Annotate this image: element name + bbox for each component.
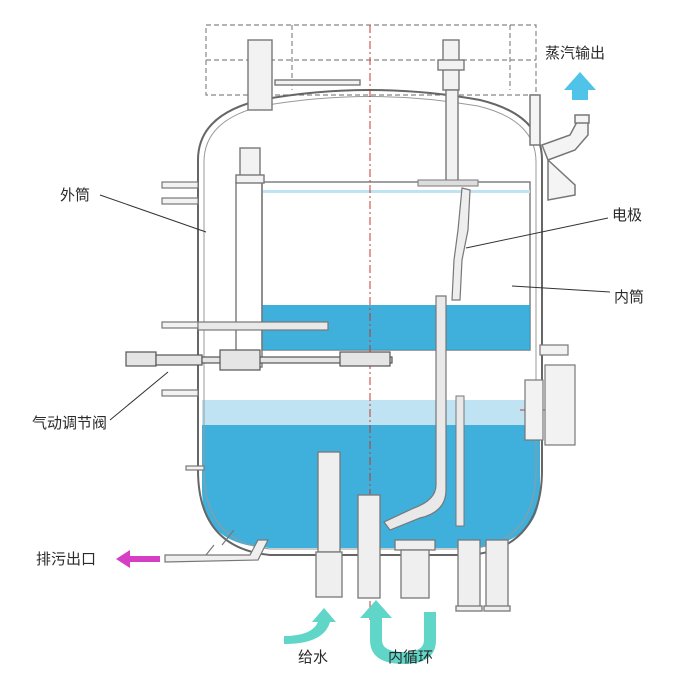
steam-outlet-pipe	[529, 94, 590, 201]
riser-pipe	[383, 295, 447, 531]
circulation-arrow	[360, 600, 436, 664]
lower-water-fringe	[202, 400, 540, 425]
steam-output-arrow	[564, 72, 596, 100]
drain-arrow	[116, 550, 160, 568]
left-nozzles	[161, 181, 205, 471]
electrode-rod	[451, 187, 471, 301]
inner-cylinder	[235, 181, 531, 368]
label-steam-output: 蒸汽输出	[545, 44, 606, 62]
label-internal-circulation: 内循环	[388, 648, 434, 666]
feed-water-arrow	[284, 608, 336, 644]
bottom-fixtures	[315, 451, 511, 612]
top-pipes	[235, 39, 465, 186]
label-outer-shell: 外筒	[60, 186, 91, 204]
label-pneumatic-valve: 气动调节阀	[32, 414, 108, 432]
label-drain-outlet: 排污出口	[36, 550, 97, 568]
label-feed-water: 给水	[298, 648, 329, 666]
top-frame	[205, 24, 537, 96]
pneumatic-valve-assembly	[125, 349, 393, 371]
drain-pipe	[164, 539, 269, 563]
label-inner-shell: 内筒	[614, 288, 645, 306]
right-inner-tube	[455, 395, 465, 527]
side-gauge	[524, 344, 576, 446]
label-electrode: 电极	[612, 206, 643, 224]
inner-feed-pipe	[197, 321, 329, 331]
leader-lines	[99, 194, 611, 421]
